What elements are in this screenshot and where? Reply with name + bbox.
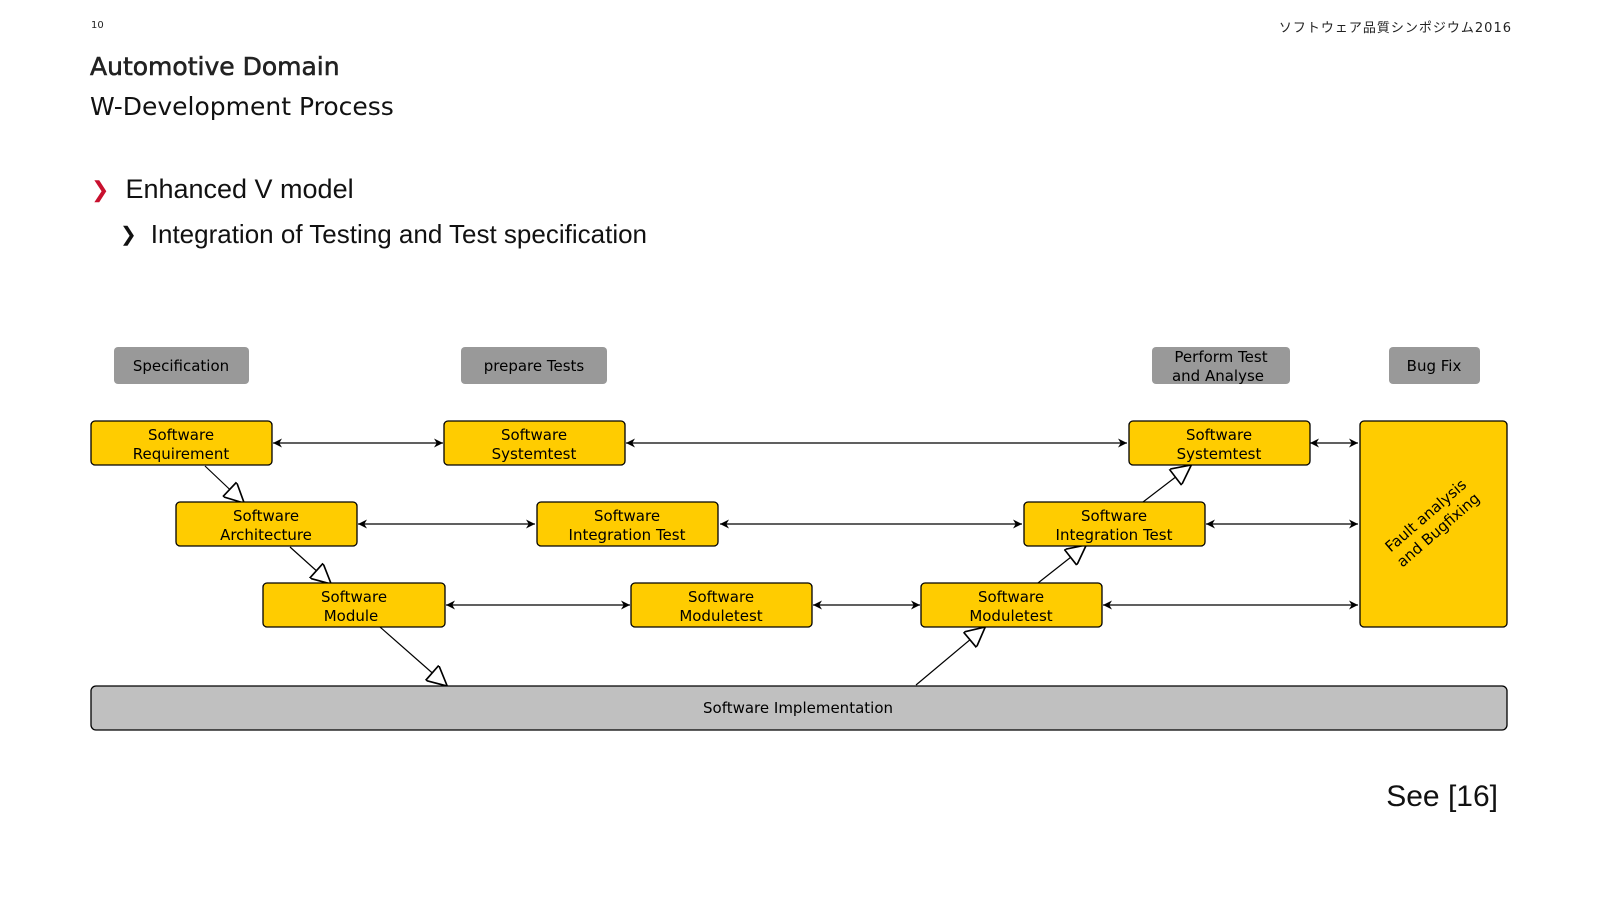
conference-name: ソフトウェア品質シンポジウム2016: [1278, 21, 1512, 36]
box-software-moduletest-prepare-line1: Software: [688, 588, 754, 606]
box-software-integration-test-prepare-line2: Integration Test: [569, 526, 686, 544]
box-software-systemtest-prepare-line1: Software: [501, 426, 567, 444]
box-software-requirement: Software Requirement: [90, 420, 273, 466]
box-software-moduletest-perform-line2: Moduletest: [969, 607, 1052, 625]
phase-prepare-tests-label: prepare Tests: [484, 357, 585, 375]
slide-title: Automotive Domain: [90, 52, 340, 82]
arrow-module-to-impl: [379, 626, 446, 685]
phase-perform-test-line1: Perform Test: [1174, 348, 1267, 366]
bullet-level-2: ❯ Integration of Testing and Test specif…: [120, 219, 647, 250]
phase-bug-fix: Bug Fix: [1389, 347, 1480, 384]
page-number: 10: [91, 20, 104, 31]
box-software-requirement-line2: Requirement: [133, 445, 230, 463]
phase-specification: Specification: [114, 347, 249, 384]
chevron-right-icon: ❯: [91, 176, 110, 202]
box-software-architecture: Software Architecture: [175, 501, 358, 547]
phase-prepare-tests: prepare Tests: [461, 347, 607, 384]
box-software-systemtest-perform: Software Systemtest: [1128, 420, 1311, 466]
chevron-right-icon: ❯: [120, 224, 137, 246]
box-software-moduletest-prepare-line2: Moduletest: [679, 607, 762, 625]
box-software-integration-test-perform: Software Integration Test: [1023, 501, 1206, 547]
box-software-systemtest-perform-line1: Software: [1186, 426, 1252, 444]
bar-software-implementation: Software Implementation: [90, 685, 1508, 731]
bullet-level-1: ❯ Enhanced V model: [91, 174, 354, 205]
bar-software-implementation-label: Software Implementation: [703, 699, 893, 717]
box-software-module: Software Module: [262, 582, 446, 628]
box-software-integration-test-prepare: Software Integration Test: [536, 501, 719, 547]
slide-subtitle: W-Development Process: [90, 92, 394, 121]
box-software-architecture-line2: Architecture: [220, 526, 312, 544]
phase-bug-fix-label: Bug Fix: [1407, 357, 1462, 375]
reference-note: See [16]: [1386, 780, 1498, 813]
bullet-level-1-text: Enhanced V model: [125, 174, 354, 204]
box-software-integration-test-prepare-line1: Software: [594, 507, 660, 525]
arrow-integration-to-systemtest: [1142, 466, 1190, 503]
box-software-moduletest-prepare: Software Moduletest: [630, 582, 813, 628]
box-fault-analysis: Fault analysis and Bugfixing: [1359, 420, 1508, 628]
box-software-moduletest-perform: Software Moduletest: [920, 582, 1103, 628]
box-software-integration-test-perform-line2: Integration Test: [1056, 526, 1173, 544]
box-software-integration-test-perform-line1: Software: [1081, 507, 1147, 525]
box-software-requirement-line1: Software: [148, 426, 214, 444]
box-software-module-line2: Module: [324, 607, 379, 625]
box-software-systemtest-perform-line2: Systemtest: [1177, 445, 1262, 463]
box-software-moduletest-perform-line1: Software: [978, 588, 1044, 606]
arrow-arch-to-module: [289, 546, 330, 583]
box-software-architecture-line1: Software: [233, 507, 299, 525]
bullet-level-2-text: Integration of Testing and Test specific…: [150, 219, 648, 249]
phase-perform-test: Perform Test and Analyse: [1152, 347, 1290, 385]
phase-perform-test-line2: and Analyse: [1172, 367, 1264, 385]
arrow-impl-to-moduletest: [915, 628, 984, 686]
arrow-moduletest-to-integration: [1037, 546, 1085, 584]
box-software-systemtest-prepare-line2: Systemtest: [492, 445, 577, 463]
arrow-req-to-arch: [204, 465, 243, 502]
phase-specification-label: Specification: [133, 357, 229, 375]
box-software-systemtest-prepare: Software Systemtest: [443, 420, 626, 466]
box-software-module-line1: Software: [321, 588, 387, 606]
